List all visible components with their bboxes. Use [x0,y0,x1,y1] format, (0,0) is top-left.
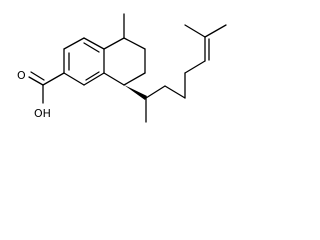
chain-bond [204,24,227,38]
ring-bond [123,72,146,86]
acid-double-bond [28,76,44,86]
alkyl-side-chain [145,24,227,123]
acid-double-bond [30,71,45,81]
hydroxyl-label: OH [34,107,51,120]
molecule-structure-diagram: O OH [17,13,227,123]
stereo-wedge-bond [124,85,147,100]
ring-bond [83,72,105,86]
ring-double-bond [85,71,100,81]
chain-bond [145,85,166,99]
ring-bond [83,37,105,50]
aromatic-ring [63,37,105,86]
acid-bond [42,72,65,86]
oxygen-label: O [17,69,26,82]
ring-bond [63,72,85,86]
ring-bond [123,37,146,50]
carboxylic-acid-group: O OH [17,69,65,120]
ring-bond [103,72,125,86]
ring-bond [103,37,125,50]
saturated-ring [103,37,146,86]
chain-bond [184,24,206,38]
ring-double-bond [83,42,100,53]
chain-bond [184,60,206,74]
chain-bond [164,85,186,99]
ring-bond [63,37,85,50]
